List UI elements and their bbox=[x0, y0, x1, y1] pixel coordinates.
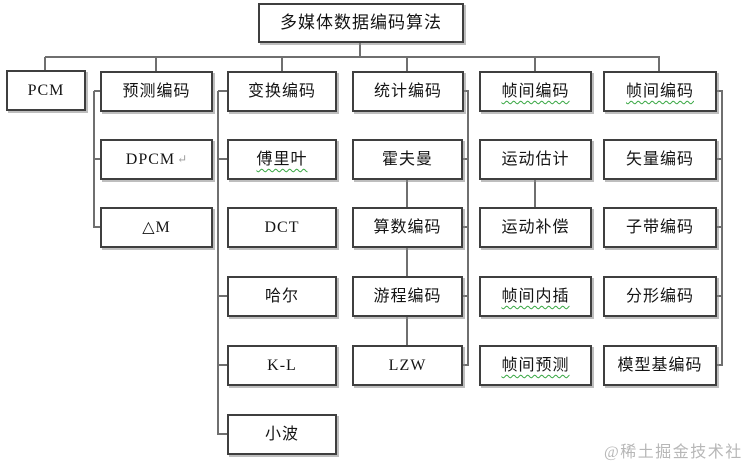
node-huffman: 霍夫曼 bbox=[352, 139, 463, 180]
node-label: 傅里叶 bbox=[256, 150, 308, 168]
node-label: 霍夫曼 bbox=[381, 150, 433, 168]
node-interframe-prediction: 帧间预测 bbox=[479, 345, 592, 386]
node-dct: DCT bbox=[227, 207, 337, 248]
connector-horizontal bbox=[218, 433, 228, 435]
node-root: 多媒体数据编码算法 bbox=[258, 3, 464, 43]
connector-horizontal bbox=[218, 364, 228, 366]
connector-vertical bbox=[534, 57, 536, 71]
connector-vertical bbox=[406, 317, 408, 346]
node-vector-coding: 矢量编码 bbox=[603, 139, 717, 180]
connector-horizontal bbox=[716, 158, 723, 160]
connector-vertical bbox=[406, 248, 408, 277]
node-delta-m: △M bbox=[100, 207, 213, 248]
node-transform-coding: 变换编码 bbox=[227, 71, 337, 112]
node-lzw: LZW bbox=[352, 345, 463, 386]
connector-horizontal bbox=[716, 226, 723, 228]
connector-vertical bbox=[534, 180, 536, 208]
connector-horizontal bbox=[462, 295, 469, 297]
paragraph-mark: ↵ bbox=[177, 152, 188, 166]
node-haar: 哈尔 bbox=[227, 276, 337, 317]
node-subband-coding: 子带编码 bbox=[603, 207, 717, 248]
connector-vertical bbox=[281, 57, 283, 71]
node-pcm: PCM bbox=[6, 70, 86, 111]
connector-vertical bbox=[406, 180, 408, 208]
node-k-l: K-L bbox=[227, 345, 337, 386]
node-motion-compensation: 运动补偿 bbox=[479, 207, 592, 248]
connector-vertical bbox=[658, 57, 660, 71]
watermark: @稀土掘金技术社区 bbox=[604, 444, 743, 461]
node-label: K-L bbox=[267, 356, 297, 374]
node-label: 多媒体数据编码算法 bbox=[280, 12, 442, 32]
node-label: PCM bbox=[27, 81, 65, 99]
node-label: 变换编码 bbox=[247, 82, 316, 100]
node-arithmetic-coding: 算数编码 bbox=[352, 207, 463, 248]
node-label: 帧间编码 bbox=[625, 82, 694, 100]
node-label: 运动补偿 bbox=[501, 218, 570, 236]
connector-horizontal bbox=[45, 56, 660, 58]
connector-horizontal bbox=[218, 90, 228, 92]
node-label: 模型基编码 bbox=[617, 356, 703, 374]
connector-vertical bbox=[155, 57, 157, 71]
node-label: 子带编码 bbox=[625, 218, 694, 236]
node-label: 帧间预测 bbox=[501, 356, 570, 374]
node-interframe-interpolation: 帧间内插 bbox=[479, 276, 592, 317]
node-run-length-coding: 游程编码 bbox=[352, 276, 463, 317]
connector-horizontal bbox=[94, 226, 101, 228]
node-label: LZW bbox=[388, 356, 427, 374]
connector-vertical bbox=[217, 91, 219, 435]
connector-horizontal bbox=[218, 158, 228, 160]
node-label: 预测编码 bbox=[122, 82, 191, 100]
node-label: 哈尔 bbox=[264, 287, 299, 305]
connector-vertical bbox=[359, 43, 361, 57]
connector-horizontal bbox=[463, 90, 469, 92]
connector-horizontal bbox=[218, 295, 228, 297]
node-wavelet: 小波 bbox=[227, 414, 337, 455]
node-label: DPCM bbox=[125, 150, 176, 168]
node-interframe-coding-2: 帧间编码 bbox=[603, 71, 717, 112]
node-dpcm: DPCM↵ bbox=[100, 139, 213, 180]
node-interframe-coding-1: 帧间编码 bbox=[479, 71, 592, 112]
connector-horizontal bbox=[94, 158, 101, 160]
node-label: 运动估计 bbox=[501, 150, 570, 168]
node-model-based-coding: 模型基编码 bbox=[603, 345, 717, 386]
node-statistical-coding: 统计编码 bbox=[352, 71, 464, 112]
node-label: 统计编码 bbox=[373, 82, 442, 100]
node-label: 矢量编码 bbox=[625, 150, 694, 168]
connector-horizontal bbox=[716, 364, 723, 366]
connector-horizontal bbox=[716, 295, 723, 297]
connector-vertical bbox=[721, 91, 723, 366]
node-predictive-coding: 预测编码 bbox=[100, 71, 213, 112]
connector-vertical bbox=[406, 57, 408, 71]
connector-vertical bbox=[467, 91, 469, 366]
node-label: △M bbox=[142, 218, 171, 236]
connector-horizontal bbox=[716, 90, 723, 92]
connector-horizontal bbox=[462, 364, 469, 366]
connector-horizontal bbox=[94, 90, 101, 92]
node-motion-estimation: 运动估计 bbox=[479, 139, 592, 180]
node-label: 帧间内插 bbox=[501, 287, 570, 305]
connector-horizontal bbox=[462, 158, 469, 160]
connector-vertical bbox=[44, 57, 46, 71]
node-label: 游程编码 bbox=[373, 287, 442, 305]
node-label: 帧间编码 bbox=[501, 82, 570, 100]
node-fractal-coding: 分形编码 bbox=[603, 276, 717, 317]
node-label: 小波 bbox=[264, 425, 299, 443]
node-fourier: 傅里叶 bbox=[227, 139, 337, 180]
node-label: 分形编码 bbox=[625, 287, 694, 305]
node-label: 算数编码 bbox=[373, 218, 442, 236]
connector-horizontal bbox=[462, 226, 469, 228]
node-label: DCT bbox=[264, 218, 300, 236]
